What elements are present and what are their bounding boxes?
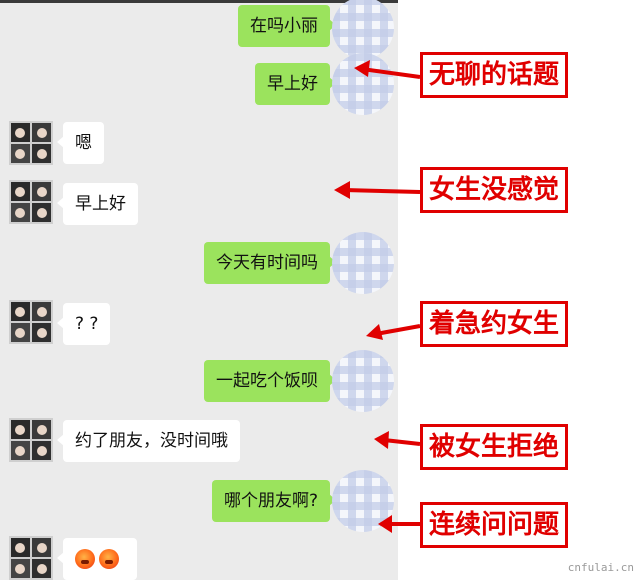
watermark: cnfulai.cn <box>567 561 634 574</box>
red-arrow-icon <box>378 515 420 533</box>
red-arrow-icon <box>366 324 421 340</box>
annotation-label: 无聊的话题 <box>420 52 569 98</box>
message-bubble-received[interactable]: 早上好 <box>57 183 138 225</box>
red-arrow-icon <box>374 431 421 449</box>
annotation-label: 被女生拒绝 <box>420 424 569 470</box>
message-bubble-sent[interactable]: 哪个朋友啊? <box>211 480 337 522</box>
message-bubble-sent[interactable]: 一起吃个饭呗 <box>204 360 336 402</box>
my-avatar[interactable] <box>332 0 394 59</box>
friend-avatar[interactable] <box>9 300 53 344</box>
friend-avatar[interactable] <box>9 180 53 224</box>
angry-emoji-icon <box>75 549 95 569</box>
message-bubble-received[interactable] <box>57 538 137 580</box>
annotation-label: 着急约女生 <box>420 301 569 347</box>
my-avatar[interactable] <box>332 53 394 115</box>
red-arrow-icon <box>334 181 421 199</box>
message-bubble-sent[interactable]: 今天有时间吗 <box>204 242 336 284</box>
my-avatar[interactable] <box>332 232 394 294</box>
message-bubble-sent[interactable]: 早上好 <box>255 63 336 105</box>
annotation-label: 女生没感觉 <box>420 167 569 213</box>
message-bubble-received[interactable]: 嗯 <box>57 122 104 164</box>
my-avatar[interactable] <box>332 350 394 412</box>
friend-avatar[interactable] <box>9 121 53 165</box>
top-bar-edge <box>0 0 398 3</box>
message-bubble-received[interactable]: ? ? <box>56 303 111 345</box>
annotation-label: 连续问问题 <box>420 502 569 548</box>
red-arrow-icon <box>354 60 421 79</box>
angry-emoji-icon <box>99 549 119 569</box>
friend-avatar[interactable] <box>9 418 53 462</box>
friend-avatar[interactable] <box>9 536 53 580</box>
message-bubble-received[interactable]: 约了朋友，没时间哦 <box>57 420 240 462</box>
message-bubble-sent[interactable]: 在吗小丽 <box>238 5 336 47</box>
chat-window: 在吗小丽 早上好 嗯 早上好 今天有时间吗 ? ? 一起吃个饭呗 约了朋友，没时… <box>0 0 398 580</box>
